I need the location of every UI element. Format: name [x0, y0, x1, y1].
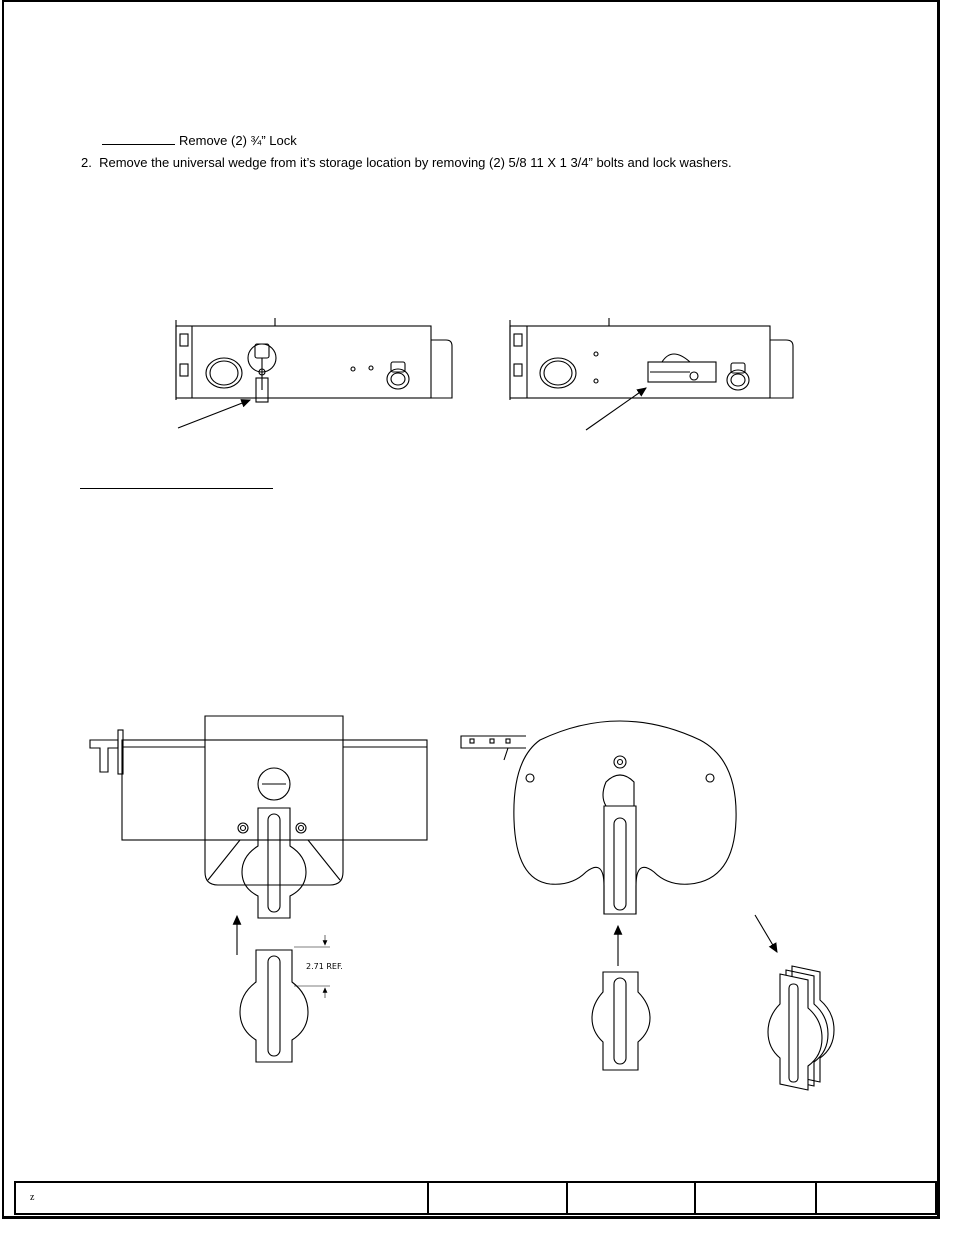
step-2-number: 2. — [81, 155, 92, 170]
callout-arrow — [754, 914, 778, 953]
fill-in-blank — [102, 132, 175, 145]
round-coupler-plate — [460, 720, 737, 915]
title-block-cell — [817, 1183, 935, 1213]
title-block-cell: z — [16, 1183, 429, 1213]
bar-with-wedge-stored — [509, 318, 794, 400]
wedge-with-dimension — [239, 935, 354, 1063]
title-block: z — [14, 1181, 937, 1215]
bar-with-wedge-installed — [175, 318, 453, 403]
step-1-line: Remove (2) ¾” Lock — [102, 132, 297, 148]
step-1-text: Remove (2) ¾” Lock — [179, 133, 297, 148]
title-block-cell — [568, 1183, 696, 1213]
title-block-cell — [429, 1183, 568, 1213]
step-2-text: Remove the universal wedge from it’s sto… — [99, 155, 732, 170]
loose-wedge — [591, 971, 651, 1071]
dimension-label: 2.71 REF. — [306, 962, 343, 971]
page-border — [2, 0, 940, 1219]
callout-arrow — [585, 387, 647, 431]
callout-arrow — [177, 399, 252, 429]
coupler-on-bar — [89, 715, 428, 919]
stacked-wedges — [767, 965, 835, 1091]
title-block-cell — [696, 1183, 817, 1213]
step-2-line: 2. Remove the universal wedge from it’s … — [81, 155, 732, 170]
section-heading-underline — [80, 488, 273, 489]
